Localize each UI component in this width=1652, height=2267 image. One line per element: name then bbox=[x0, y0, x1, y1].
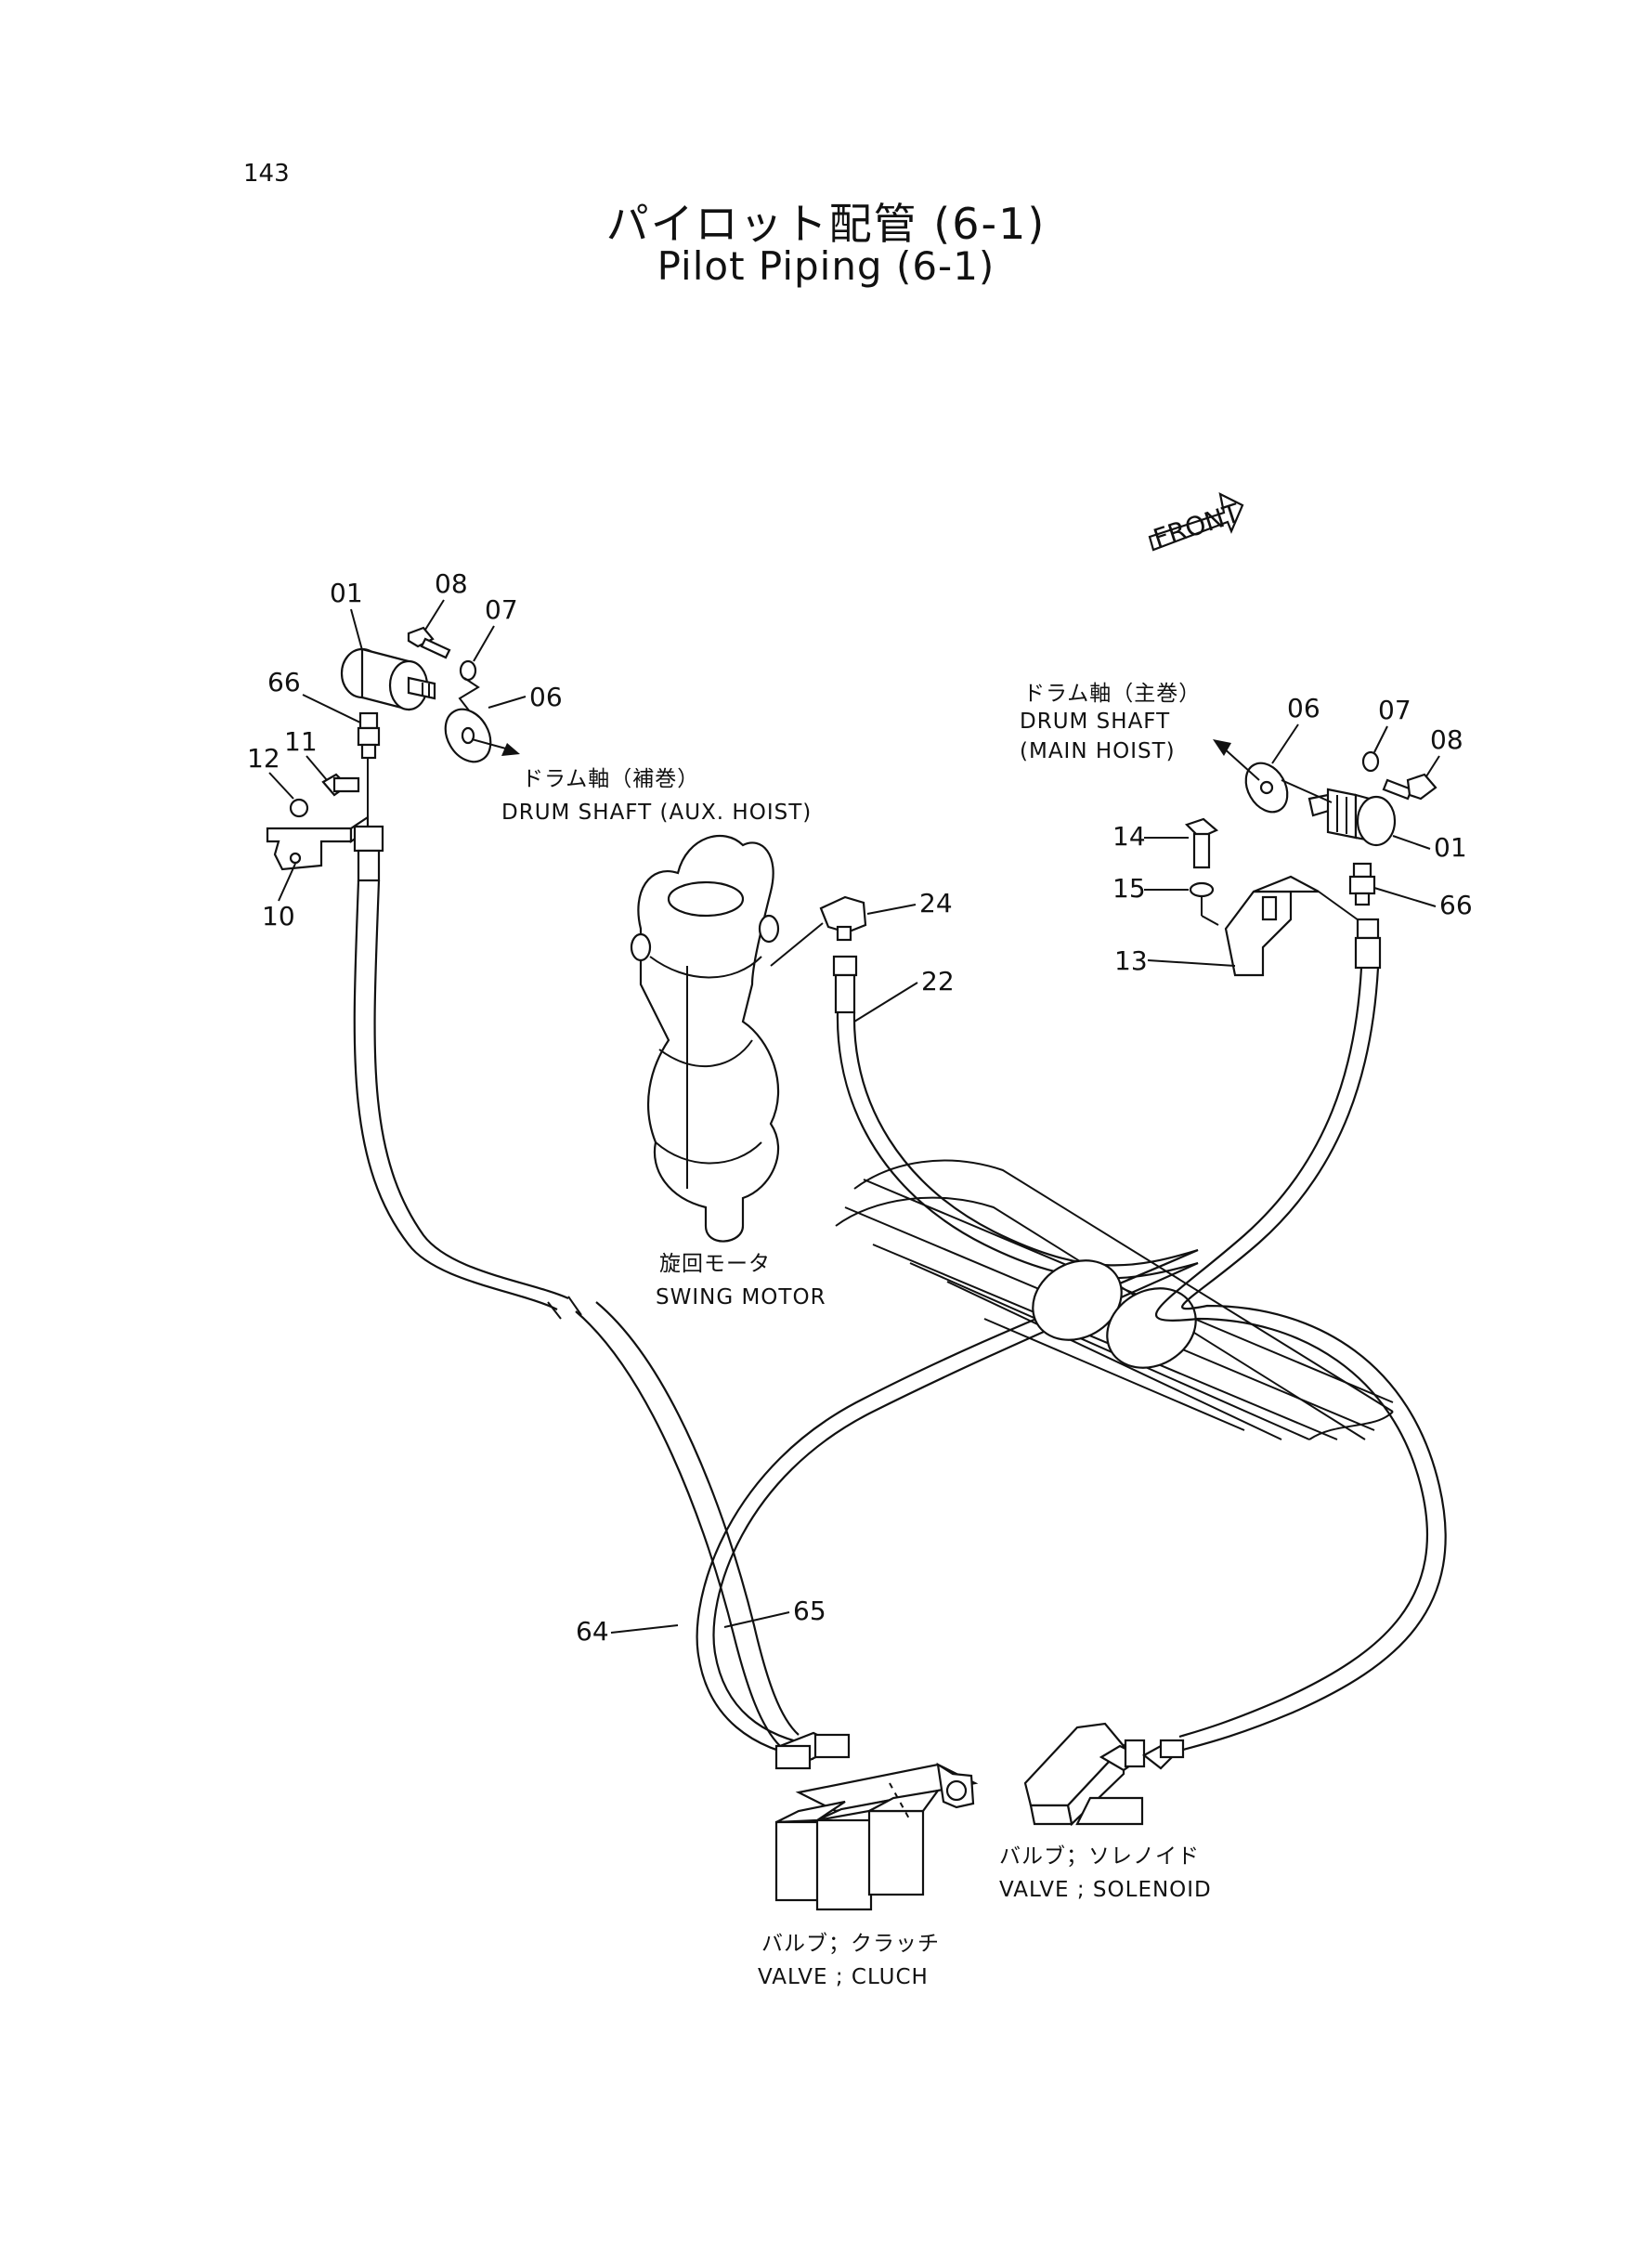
callout-left-10: 10 bbox=[262, 901, 295, 932]
callout-left-08: 08 bbox=[435, 568, 468, 599]
caption-drum-aux-en: DRUM SHAFT (AUX. HOIST) bbox=[501, 801, 812, 825]
callout-left-12: 12 bbox=[247, 743, 280, 774]
caption-solenoid-en: VALVE ; SOLENOID bbox=[999, 1878, 1212, 1902]
caption-swing-ja: 旋回モータ bbox=[659, 1252, 771, 1276]
left-drum-sensor-assembly bbox=[266, 626, 520, 882]
caption-drum-main-en-2: (MAIN HOIST) bbox=[1020, 739, 1176, 763]
part-22-fitting bbox=[832, 955, 858, 1014]
upper-frame-members bbox=[835, 1159, 1394, 1440]
right-part-08-bolt bbox=[1382, 773, 1437, 801]
callout-left-07: 07 bbox=[485, 594, 518, 625]
caption-drum-main-en-1: DRUM SHAFT bbox=[1020, 710, 1170, 734]
right-drum-sensor-assembly bbox=[1184, 739, 1437, 977]
caption-solenoid-ja: バルブ；ソレノイド bbox=[999, 1844, 1200, 1869]
part-24-elbow bbox=[770, 895, 867, 967]
callout-right-08: 08 bbox=[1430, 724, 1463, 755]
left-part-01-sensor bbox=[340, 647, 436, 711]
title-english: Pilot Piping (6-1) bbox=[657, 243, 995, 289]
right-part-66-fitting bbox=[1348, 862, 1376, 906]
clutch-valve bbox=[774, 1731, 979, 1911]
right-part-13-bracket bbox=[1224, 875, 1320, 977]
left-part-08-bolt bbox=[407, 626, 451, 659]
caption-swing-en: SWING MOTOR bbox=[656, 1285, 826, 1309]
callout-right-13: 13 bbox=[1114, 945, 1148, 976]
callout-left-11: 11 bbox=[284, 726, 318, 757]
callout-right-07: 07 bbox=[1378, 695, 1411, 725]
caption-drum-aux-ja: ドラム軸（補巻） bbox=[522, 767, 699, 791]
hose-22 bbox=[836, 1011, 1199, 1280]
swing-motor bbox=[630, 834, 780, 1243]
right-part-14-bolt bbox=[1184, 817, 1219, 869]
callout-64: 64 bbox=[576, 1616, 609, 1647]
caption-drum-main-ja: ドラム軸（主巻） bbox=[1023, 682, 1201, 706]
caption-clutch-ja: バルブ；クラッチ bbox=[761, 1932, 940, 1956]
hose-break-mark-1 bbox=[547, 1301, 562, 1320]
callout-right-14: 14 bbox=[1112, 821, 1146, 852]
front-label: FRONT bbox=[1150, 497, 1244, 554]
hose-right-to-solenoid bbox=[1154, 967, 1447, 1752]
right-part-15-washer bbox=[1189, 881, 1215, 898]
callout-right-01: 01 bbox=[1434, 832, 1467, 863]
callout-22: 22 bbox=[921, 966, 955, 997]
caption-clutch-en: VALVE ; CLUCH bbox=[758, 1965, 929, 1989]
callout-left-01: 01 bbox=[330, 578, 363, 608]
page-number: 143 bbox=[243, 160, 290, 188]
left-part-66-fitting bbox=[357, 711, 381, 760]
left-hose-fitting bbox=[353, 758, 384, 882]
callout-right-06: 06 bbox=[1287, 693, 1320, 723]
left-part-12-washer bbox=[289, 798, 309, 818]
callout-65: 65 bbox=[793, 1596, 826, 1626]
callout-left-66: 66 bbox=[267, 667, 301, 697]
front-arrow-marker: FRONT bbox=[1148, 492, 1244, 554]
left-part-11-bolt bbox=[321, 773, 360, 797]
callout-right-66: 66 bbox=[1439, 890, 1473, 920]
hose-break-mark-2 bbox=[567, 1296, 582, 1316]
right-hose-fitting bbox=[1354, 918, 1382, 970]
right-part-07-washer bbox=[1361, 750, 1380, 773]
left-part-07-washer bbox=[459, 659, 477, 682]
left-part-10-bracket bbox=[266, 814, 370, 871]
left-part-06-plate bbox=[444, 708, 492, 763]
callout-24: 24 bbox=[919, 888, 953, 919]
callout-right-15: 15 bbox=[1112, 873, 1146, 904]
title-japanese: パイロット配管 (6-1) bbox=[605, 199, 1047, 249]
hose-64 bbox=[353, 879, 800, 1747]
right-part-06-plate bbox=[1244, 762, 1289, 814]
callout-left-06: 06 bbox=[529, 682, 563, 712]
solenoid-valve bbox=[1023, 1722, 1185, 1827]
